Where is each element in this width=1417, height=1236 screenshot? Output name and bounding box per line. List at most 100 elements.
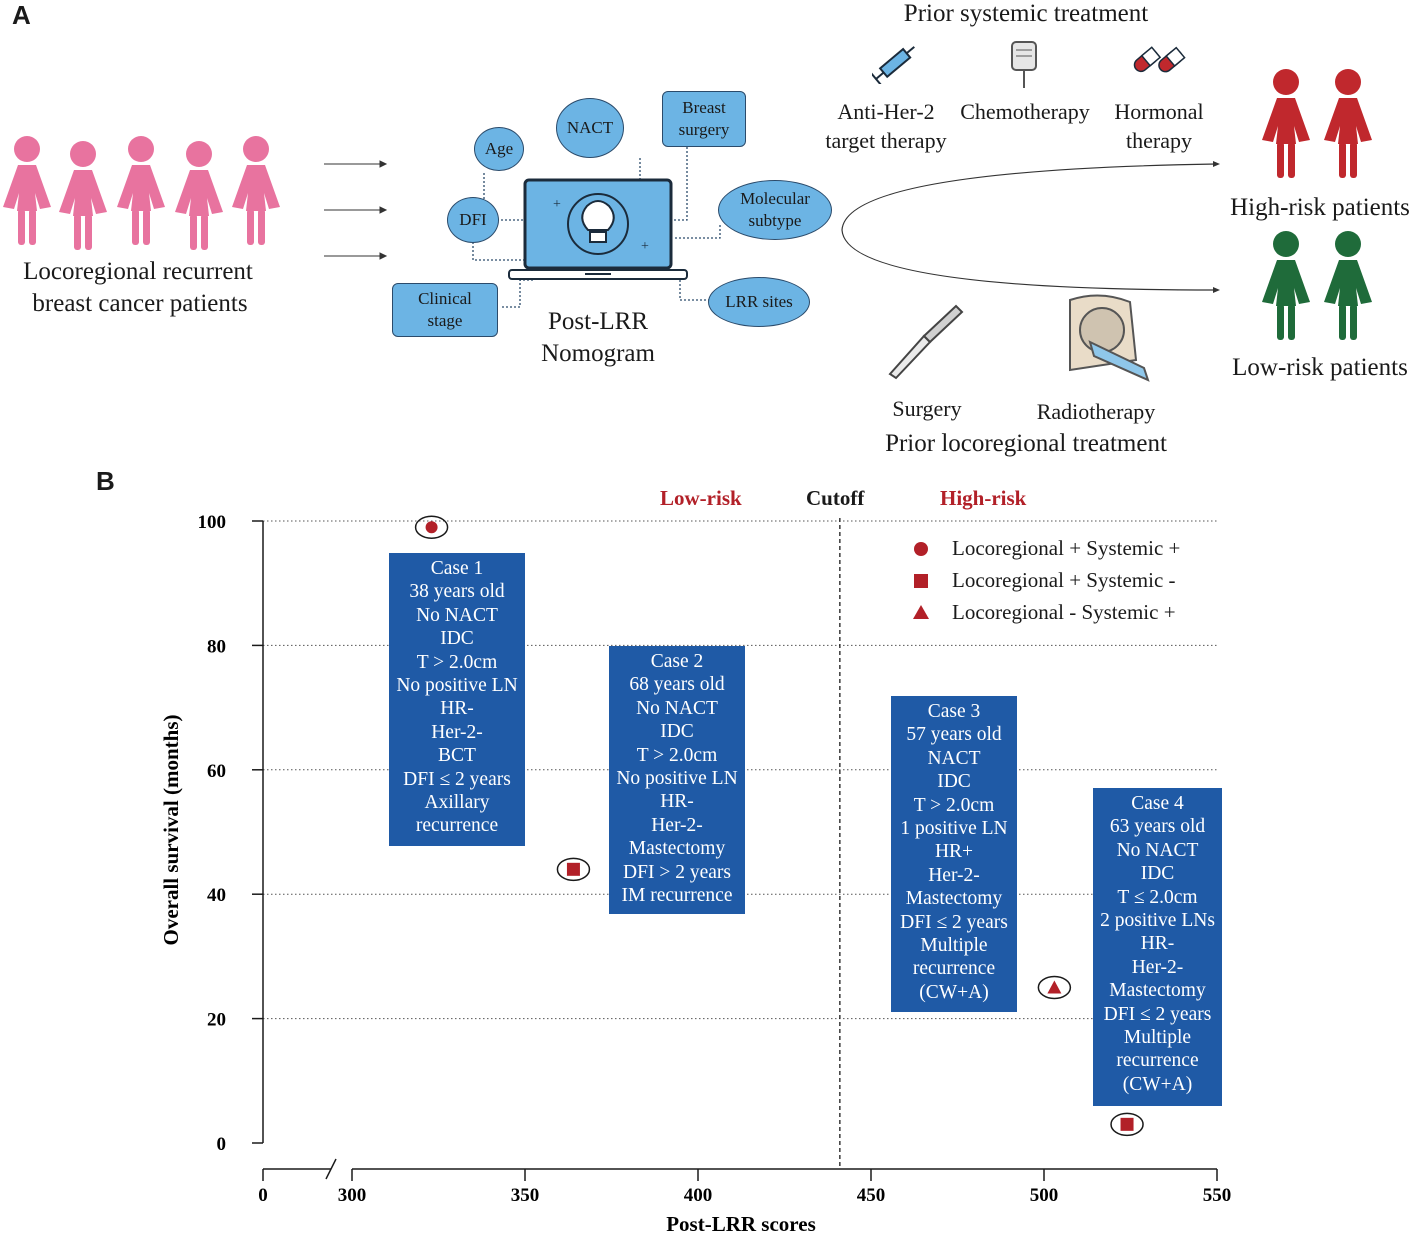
- patients-label-line1: Locoregional recurrent: [23, 258, 253, 285]
- case-text-line: Her-2-: [651, 814, 703, 836]
- case-text-line: 38 years old: [409, 581, 505, 603]
- high-risk-region-label: High-risk: [940, 486, 1027, 510]
- chemotherapy-label: Chemotherapy: [960, 99, 1090, 124]
- y-tick-label: 20: [207, 1010, 226, 1031]
- case-text-line: HR-: [660, 791, 694, 813]
- syringe-icon: [872, 46, 915, 84]
- point-highlight-ring: [1110, 1112, 1144, 1137]
- factor-lrr-sites-bubble: LRR sites: [708, 277, 810, 327]
- case-text-line: Axillary: [424, 792, 490, 814]
- x-tick-label: 350: [511, 1185, 540, 1206]
- anti-her2-label-line1: Anti-Her-2: [837, 99, 935, 124]
- point-highlight-ring: [1037, 975, 1072, 1000]
- x-tick-label: 550: [1203, 1185, 1232, 1206]
- data-point-square: [566, 862, 580, 876]
- y-tick-label: 0: [217, 1134, 227, 1155]
- case-text-line: recurrence: [415, 815, 499, 837]
- scalpel-icon: [888, 304, 964, 380]
- case-text-line: Multiple: [920, 935, 988, 957]
- case-text-line: 57 years old: [906, 724, 1002, 746]
- case-text-line: Mastectomy: [905, 888, 1003, 910]
- case-text-line: 68 years old: [629, 674, 725, 696]
- case-text-line: No positive LN: [396, 675, 518, 697]
- case-text-line: Case 4: [1131, 793, 1184, 814]
- case-text-line: NACT: [927, 747, 981, 769]
- radiotherapy-machine-icon: [1069, 294, 1150, 382]
- systemic-treatment-title: Prior systemic treatment: [903, 0, 1149, 27]
- factor-age-bubble: Age: [474, 127, 524, 171]
- legend-item: Locoregional + Systemic +: [908, 532, 1228, 564]
- factor-dfi-bubble: DFI: [447, 197, 499, 243]
- anti-her2-label-line2: target therapy: [825, 128, 947, 153]
- case-text-line: No NACT: [416, 604, 498, 626]
- chart-legend: Locoregional + Systemic + Locoregional +…: [908, 532, 1228, 628]
- locoregional-treatment-title: Prior locoregional treatment: [885, 430, 1167, 457]
- high-risk-patients-label: High-risk patients: [1230, 194, 1410, 221]
- point-highlight-ring: [414, 515, 449, 539]
- case-text-line: DFI ≤ 2 years: [1103, 1003, 1212, 1025]
- case-text-line: Her-2-: [1131, 956, 1184, 978]
- case-text-line: T > 2.0cm: [636, 744, 718, 766]
- legend-circle-marker: [914, 542, 928, 556]
- hormonal-label-line2: therapy: [1126, 128, 1192, 153]
- legend-square-marker: [914, 574, 928, 588]
- case-text-line: 63 years old: [1109, 816, 1206, 838]
- case-text-line: No NACT: [636, 697, 718, 719]
- case-text-line: Mastectomy: [1109, 980, 1206, 1002]
- y-tick-label: 60: [207, 761, 226, 782]
- case-text-line: No NACT: [1116, 839, 1199, 861]
- svg-text:+: +: [553, 197, 561, 212]
- case-text-line: T > 2.0cm: [416, 651, 498, 673]
- y-axis-title: Overall survival (months): [159, 715, 183, 946]
- case-text-line: (CW+A): [1122, 1073, 1193, 1095]
- x-tick-label: 300: [338, 1185, 367, 1206]
- legend-triangle-marker: [913, 605, 929, 619]
- y-tick-label: 80: [207, 636, 226, 657]
- case-text-line: IDC: [660, 721, 694, 743]
- case-text-line: IM recurrence: [621, 885, 733, 907]
- case-text-line: DFI > 2 years: [623, 861, 731, 883]
- risk-branch-arrows: [841, 161, 1220, 293]
- nomogram-label-line1: Post-LRR: [547, 308, 649, 335]
- case-text-line: Case 3: [927, 701, 981, 722]
- case-text-line: BCT: [438, 745, 476, 767]
- chart-marks: [414, 515, 1144, 1137]
- low-risk-patients-label: Low-risk patients: [1232, 354, 1408, 381]
- case-text-line: recurrence: [1116, 1050, 1199, 1072]
- case-text-line: DFI ≤ 2 years: [900, 911, 1008, 933]
- laptop-lightbulb-icon: + +: [508, 178, 688, 280]
- radiotherapy-label: Radiotherapy: [1036, 399, 1156, 424]
- data-point-square: [1120, 1117, 1134, 1131]
- high-risk-patients-icon: [1262, 69, 1372, 178]
- axis-break-mark: [325, 1158, 337, 1180]
- case-text-line: T ≤ 2.0cm: [1117, 886, 1198, 908]
- x-tick-label: 400: [684, 1185, 713, 1206]
- case-text-line: HR-: [440, 698, 474, 720]
- factor-nact-bubble: NACT: [556, 98, 624, 158]
- case-text-line: 1 positive LN: [900, 818, 1008, 840]
- nomogram-label-line2: Nomogram: [541, 340, 655, 367]
- low-risk-patients-icon: [1262, 231, 1372, 340]
- x-axis-title: Post-LRR scores: [666, 1212, 816, 1236]
- patients-group-icon: [3, 136, 280, 250]
- surgery-label: Surgery: [892, 396, 962, 421]
- case-text-line: HR+: [934, 841, 974, 863]
- case-text-line: Multiple: [1123, 1027, 1192, 1049]
- patients-label-line2: breast cancer patients: [32, 290, 248, 317]
- case-text-line: Case 1: [430, 558, 484, 579]
- case-text-line: Her-2-: [431, 721, 483, 743]
- cutoff-label: Cutoff: [806, 486, 865, 510]
- legend-item: Locoregional + Systemic -: [908, 564, 1228, 596]
- case-text-line: T > 2.0cm: [913, 794, 995, 816]
- case-text-line: Case 2: [650, 651, 704, 672]
- x-tick-label: 450: [857, 1185, 886, 1206]
- point-highlight-ring: [556, 857, 591, 882]
- pills-icon: [1133, 46, 1186, 73]
